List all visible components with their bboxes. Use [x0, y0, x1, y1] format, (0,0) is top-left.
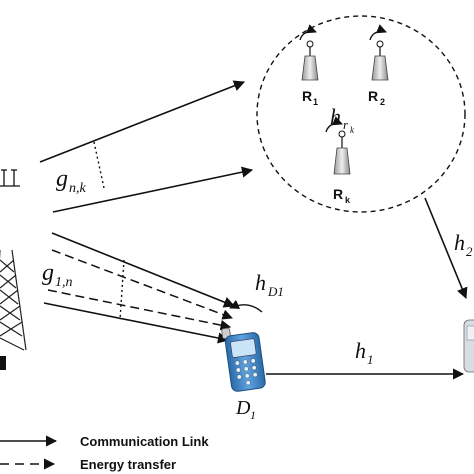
svg-text:D1: D1 — [267, 284, 284, 299]
legend: Communication Link Energy transfer — [0, 434, 209, 472]
label-h-1: h 1 — [355, 338, 374, 367]
svg-text:h: h — [330, 104, 341, 129]
relay-2-sub: 2 — [380, 97, 385, 107]
link-g1n-dashed-top — [51, 249, 233, 320]
svg-text:g: g — [42, 260, 54, 286]
relay-cluster-boundary — [256, 15, 466, 213]
device-d1-phone-icon — [221, 327, 266, 392]
label-g-1n: g 1,n — [42, 260, 73, 290]
device-d2-phone-icon — [463, 319, 474, 373]
relay-1: R 1 — [299, 24, 319, 107]
relay-1-label: R — [302, 88, 312, 104]
svg-text:h: h — [255, 270, 266, 295]
base-station-tower-icon — [0, 249, 27, 351]
svg-text:2: 2 — [466, 244, 473, 259]
relay-2: R 2 — [368, 24, 389, 107]
svg-text:k: k — [350, 125, 355, 135]
svg-text:n,k: n,k — [69, 181, 87, 196]
label-g-nk: g n,k — [56, 166, 87, 196]
svg-text:h: h — [454, 230, 465, 255]
relay-1-sub: 1 — [313, 97, 318, 107]
svg-text:g: g — [56, 166, 68, 192]
relay-k-label: R — [333, 186, 343, 202]
link-gnk-upper — [39, 80, 246, 163]
svg-text:1: 1 — [250, 408, 256, 422]
link-g1n-dashed-bottom — [47, 289, 232, 331]
link-h2 — [424, 197, 468, 300]
base-station-label-mark — [0, 356, 6, 370]
label-h-d1: h D1 — [255, 270, 284, 299]
g1n-dotted-span — [119, 259, 125, 321]
svg-text:1,n: 1,n — [55, 275, 73, 290]
link-g1n-solid-bottom — [43, 302, 230, 344]
label-h-2: h 2 — [454, 230, 473, 259]
legend-energy-transfer: Energy transfer — [80, 457, 176, 472]
legend-communication-link: Communication Link — [80, 434, 209, 449]
gnk-dotted-span — [93, 141, 105, 189]
bs-antenna-icon — [0, 169, 20, 187]
label-d1: D 1 — [235, 397, 256, 422]
svg-text:h: h — [355, 338, 366, 363]
relay-2-label: R — [368, 88, 378, 104]
label-h-rk: h r k — [330, 104, 355, 135]
h-d1-loop-arrow — [229, 299, 263, 313]
relay-k: R k — [325, 116, 351, 205]
relay-k-sub: k — [345, 195, 351, 205]
svg-text:r: r — [343, 117, 349, 132]
svg-text:D: D — [235, 397, 251, 419]
svg-text:1: 1 — [367, 352, 374, 367]
link-gnk-lower — [52, 166, 254, 213]
link-g1n-solid-top — [51, 232, 236, 308]
